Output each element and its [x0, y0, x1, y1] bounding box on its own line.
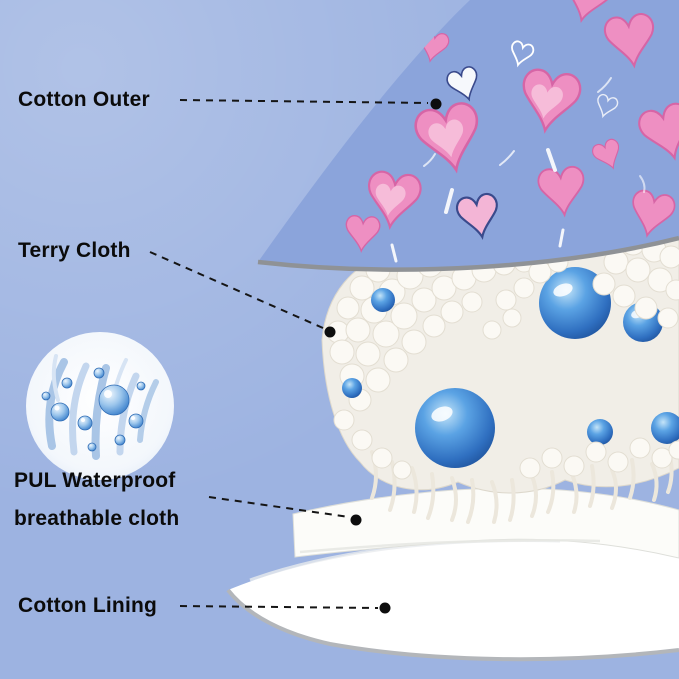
- fabric-bottom-edge: [257, 235, 679, 272]
- gel-bead: [415, 388, 495, 468]
- label-cotton-lining-text: Cotton Lining: [18, 594, 158, 617]
- leader-terry-cloth: [149, 251, 336, 338]
- label-terry-cloth: Terry Cloth: [18, 239, 131, 263]
- leader-cotton-lining: [179, 602, 391, 614]
- leader-dot-cotton-lining: [379, 602, 391, 614]
- leader-dot-terry-cloth: [324, 326, 336, 338]
- label-pul-line1: PUL Waterproof: [14, 469, 176, 492]
- label-cotton-outer: Cotton Outer: [18, 88, 150, 112]
- leader-dot-cotton-outer: [430, 98, 442, 110]
- leader-pul: [208, 496, 362, 526]
- heart-sticks-and-marks: [390, 77, 646, 263]
- waterproof-demo-inset: [26, 332, 174, 480]
- terry-cloth-layer: [321, 214, 679, 524]
- gel-bead: [371, 288, 395, 312]
- leader-lines: [149, 98, 442, 614]
- gel-bead: [342, 378, 362, 398]
- label-pul-waterproof: PUL Waterproof breathable cloth: [14, 462, 179, 538]
- cotton-lining-layer: [226, 538, 679, 662]
- terry-bobbles-front: [495, 251, 679, 479]
- terry-fringe: [370, 450, 674, 524]
- label-terry-cloth-text: Terry Cloth: [18, 239, 131, 262]
- gel-bead: [587, 419, 613, 445]
- leader-dot-pul: [350, 514, 362, 526]
- label-cotton-lining: Cotton Lining: [18, 594, 157, 618]
- label-pul-line2: breathable cloth: [14, 507, 180, 530]
- leader-cotton-outer: [179, 98, 442, 110]
- label-cotton-outer-text: Cotton Outer: [18, 88, 150, 111]
- water-droplets: [41, 367, 146, 452]
- gel-bead: [651, 412, 679, 444]
